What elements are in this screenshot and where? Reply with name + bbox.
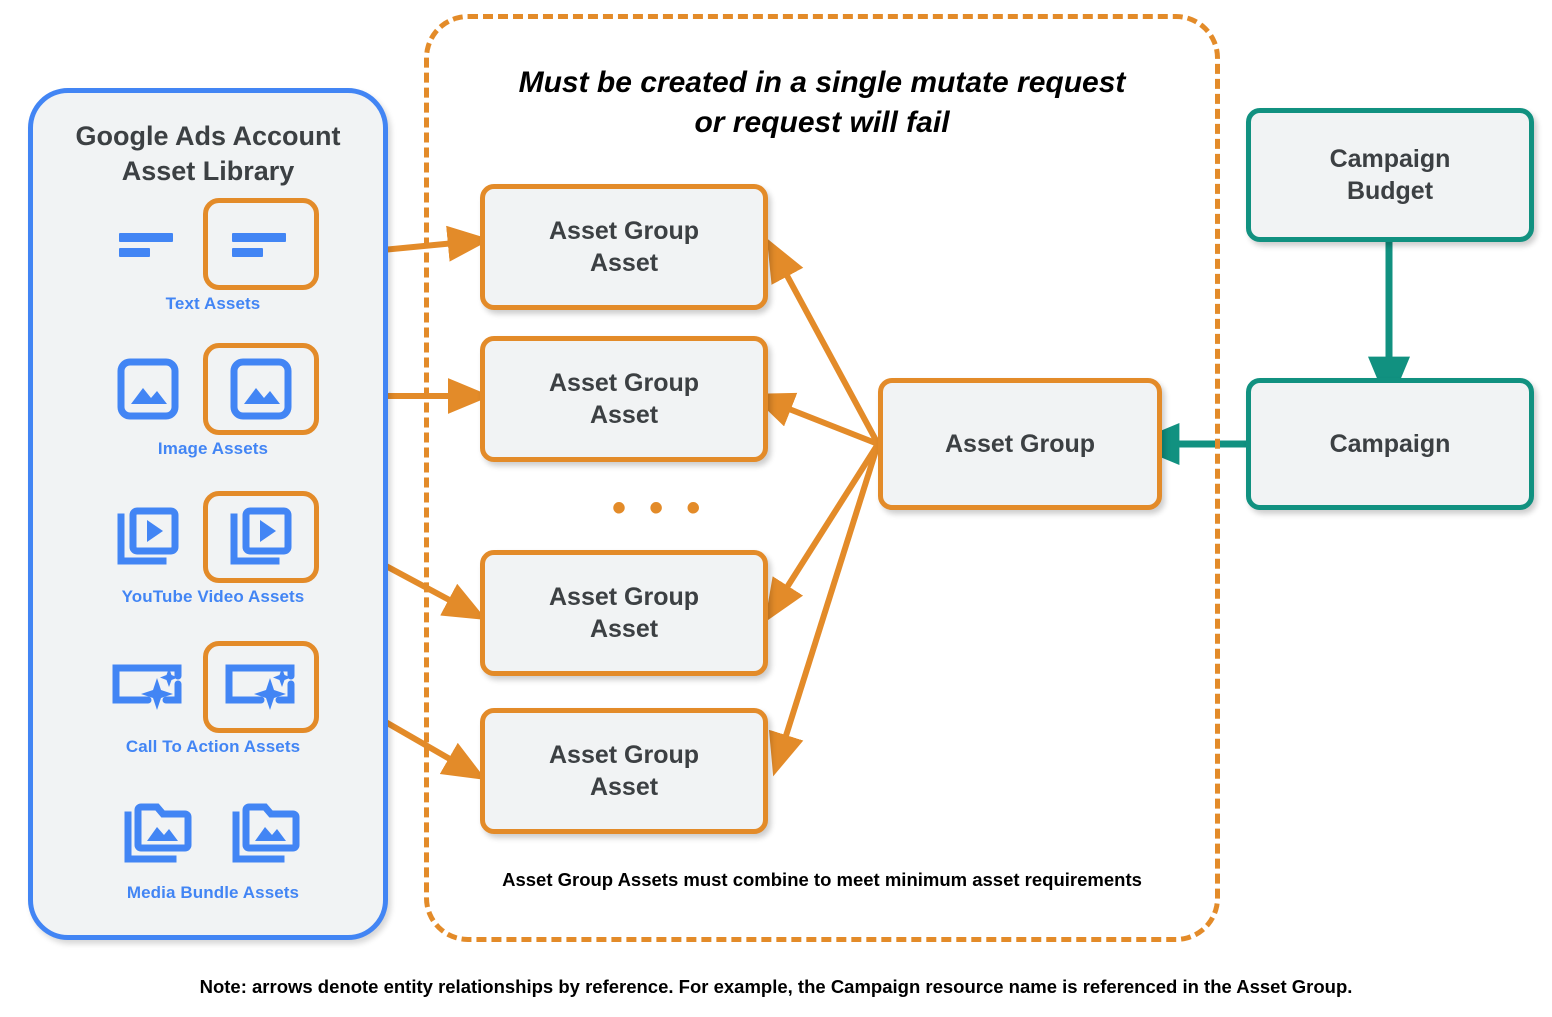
asset-row-label: Image Assets bbox=[157, 439, 269, 458]
call-to-action-asset-icon bbox=[107, 650, 189, 724]
ellipsis-indicator: • • • bbox=[612, 486, 707, 530]
asset-row-icons bbox=[33, 198, 393, 290]
asset-row-media-bundle[interactable]: Media Bundle Assets bbox=[33, 787, 393, 903]
youtube-video-asset-icon bbox=[107, 500, 189, 574]
asset-row-image[interactable]: Image Assets bbox=[33, 343, 393, 459]
media-bundle-asset-icon-secondary bbox=[226, 796, 308, 870]
media-bundle-asset-icon bbox=[118, 796, 200, 870]
asset-row-label: Call To Action Assets bbox=[125, 737, 301, 756]
asset-row-label: Text Assets bbox=[165, 294, 261, 313]
campaign-node[interactable]: Campaign bbox=[1246, 378, 1534, 510]
asset-library-panel: Google Ads Account Asset Library Text bbox=[28, 88, 388, 940]
asset-row-icons bbox=[33, 343, 393, 435]
call-to-action-asset-icon-selected[interactable] bbox=[203, 641, 319, 733]
diagram-footnote: Note: arrows denote entity relationships… bbox=[199, 976, 1353, 997]
youtube-video-asset-icon-selected[interactable] bbox=[203, 491, 319, 583]
image-asset-icon-selected[interactable] bbox=[203, 343, 319, 435]
campaign-budget-node[interactable]: Campaign Budget bbox=[1246, 108, 1534, 242]
asset-group-asset-node-4[interactable]: Asset Group Asset bbox=[480, 708, 768, 834]
asset-group-node[interactable]: Asset Group bbox=[878, 378, 1162, 510]
asset-row-icons bbox=[33, 491, 393, 583]
asset-row-youtube-video[interactable]: YouTube Video Assets bbox=[33, 491, 393, 607]
asset-library-title: Google Ads Account Asset Library bbox=[75, 121, 341, 187]
asset-row-icons bbox=[33, 641, 393, 733]
asset-row-call-to-action[interactable]: Call To Action Assets bbox=[33, 641, 393, 757]
mutate-request-title: Must be created in a single mutate reque… bbox=[518, 66, 1126, 139]
asset-row-icons bbox=[33, 787, 393, 879]
asset-row-text[interactable]: Text Assets bbox=[33, 198, 393, 314]
minimum-asset-requirements-note: Asset Group Assets must combine to meet … bbox=[502, 869, 1142, 890]
asset-group-asset-node-3[interactable]: Asset Group Asset bbox=[480, 550, 768, 676]
asset-row-label: Media Bundle Assets bbox=[126, 883, 300, 902]
image-asset-icon bbox=[107, 352, 189, 426]
asset-group-asset-node-1[interactable]: Asset Group Asset bbox=[480, 184, 768, 310]
mutate-request-container: Must be created in a single mutate reque… bbox=[424, 14, 1220, 942]
text-asset-icon-selected[interactable] bbox=[203, 198, 319, 290]
asset-row-label: YouTube Video Assets bbox=[121, 587, 305, 606]
text-asset-icon bbox=[107, 207, 189, 281]
asset-group-asset-node-2[interactable]: Asset Group Asset bbox=[480, 336, 768, 462]
